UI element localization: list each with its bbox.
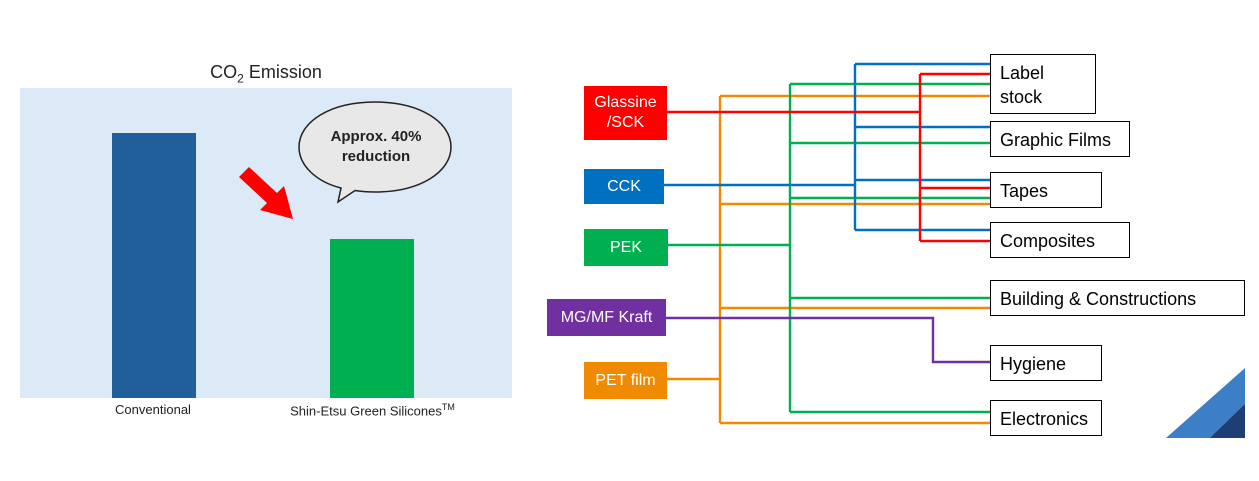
- source-label-pek: PEK: [609, 238, 642, 256]
- dest-box-tapes: Tapes: [990, 172, 1102, 208]
- source-box-kraft: MG/MF Kraft: [547, 299, 666, 336]
- dest-box-electronics: Electronics: [990, 400, 1102, 436]
- dest-label-hygiene: Hygiene: [1000, 354, 1067, 374]
- connector-lines-kraft: [666, 316, 990, 364]
- chart-title: CO2 Emission: [20, 62, 512, 86]
- dest-label-electronics: Electronics: [1000, 409, 1089, 429]
- dest-box-hygiene: Hygiene: [990, 345, 1102, 381]
- x-tick-label-green-silicones: Shin-Etsu Green SiliconesTM: [270, 402, 475, 418]
- connector-lines-cck: [664, 62, 990, 232]
- dest-box-label-stock: Label stock: [990, 54, 1096, 114]
- source-box-pek: PEK: [584, 229, 668, 266]
- source-label-pet-film: PET film: [595, 371, 656, 389]
- trademark-superscript: TM: [441, 402, 455, 412]
- chart-title-rest: Emission: [243, 62, 322, 82]
- source-label-kraft: MG/MF Kraft: [560, 308, 653, 326]
- x-tick-label-green-silicones-text: Shin-Etsu Green Silicones: [290, 403, 442, 419]
- red-arrow-icon: [239, 167, 293, 219]
- source-label-sck: /SCK: [606, 114, 645, 131]
- source-box-cck: CCK: [584, 169, 664, 204]
- dest-label-building: Building & Constructions: [1000, 289, 1197, 309]
- connector-lines-pet-film: [667, 94, 990, 425]
- dest-box-building: Building & Constructions: [990, 280, 1245, 316]
- bar-conventional: [112, 133, 196, 398]
- connector-lines-pek: [668, 82, 990, 414]
- dest-label-label: Label: [1000, 63, 1045, 83]
- source-label-cck: CCK: [607, 177, 641, 195]
- dest-label-stock: stock: [1000, 87, 1043, 107]
- source-box-pet-film: PET film: [584, 362, 667, 399]
- dest-label-composites: Composites: [1000, 231, 1096, 251]
- dest-label-tapes: Tapes: [1000, 181, 1049, 201]
- chart-title-subscript: 2: [237, 71, 244, 86]
- plot-area: [20, 88, 512, 398]
- x-tick-label-conventional: Conventional: [115, 402, 191, 417]
- source-box-glassine: Glassine/SCK: [584, 86, 667, 140]
- bubble-text: Approx. 40% reduction: [305, 127, 447, 167]
- bubble-line-1: Approx. 40%: [330, 128, 422, 145]
- bubble-line-2: reduction: [341, 148, 411, 165]
- connector-lines-glassine: [667, 72, 990, 243]
- corner-decoration-icon: [1166, 368, 1245, 438]
- speech-bubble: [298, 101, 452, 204]
- source-label-glassine: Glassine: [594, 94, 657, 111]
- dest-box-graphic-films: Graphic Films: [990, 121, 1130, 157]
- dest-label-graphic-films: Graphic Films: [1000, 130, 1112, 150]
- chart-title-main: CO: [210, 62, 238, 82]
- dest-box-composites: Composites: [990, 222, 1130, 258]
- bar-green-silicones: [330, 239, 414, 398]
